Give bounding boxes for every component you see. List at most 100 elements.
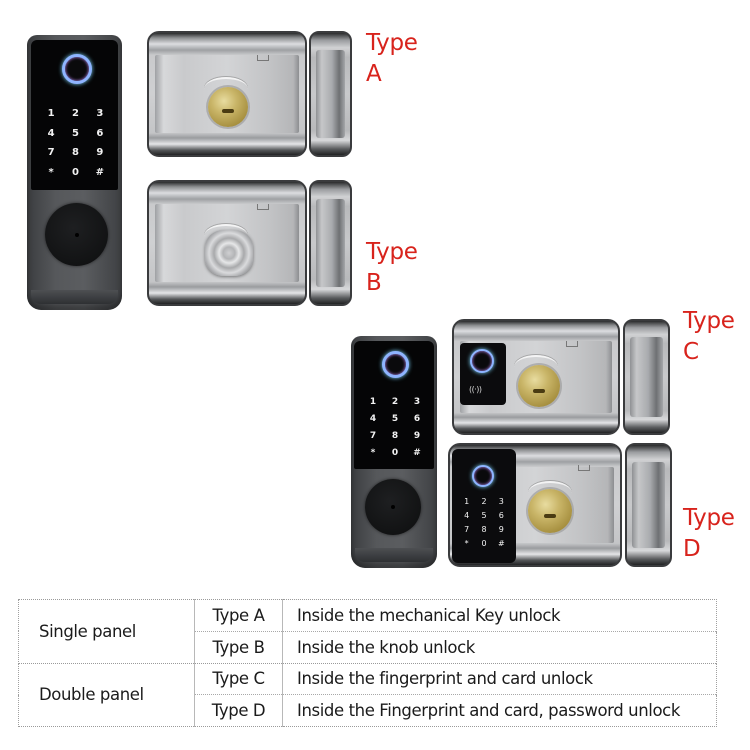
key-3[interactable]: 3 [413, 397, 421, 407]
key-star[interactable]: * [48, 166, 54, 178]
key-hash[interactable]: # [497, 539, 505, 548]
logo-mark [578, 465, 590, 471]
keypad: 1 2 3 4 5 6 7 8 9 * 0 # [362, 397, 428, 458]
key-1[interactable]: 1 [47, 108, 55, 119]
rose-thumb-knob [205, 230, 253, 276]
key-cylinder [208, 87, 248, 127]
unlock-type-spec-table: Single panel Type A Inside the mechanica… [18, 599, 717, 727]
keypad: 1 2 3 4 5 6 7 8 9 * 0 # [39, 108, 112, 178]
fingerprint-sensor-icon [470, 349, 494, 373]
key-8[interactable]: 8 [391, 431, 399, 441]
key-9[interactable]: 9 [96, 147, 104, 158]
key-6[interactable]: 6 [413, 414, 421, 424]
key-4[interactable]: 4 [369, 414, 377, 424]
key-8[interactable]: 8 [72, 147, 79, 158]
key-2[interactable]: 2 [391, 397, 399, 407]
key-star[interactable]: * [370, 448, 376, 458]
rim-lock-body-type-a [147, 31, 307, 157]
key-9[interactable]: 9 [413, 431, 421, 441]
logo-mark [257, 204, 269, 210]
type-b-label-letter: B [366, 270, 382, 296]
rotation-arrow-icon [204, 224, 248, 236]
key-4[interactable]: 4 [464, 511, 470, 520]
key-star[interactable]: * [464, 539, 469, 548]
key-1[interactable]: 1 [464, 497, 470, 506]
type-a-label-letter: A [366, 61, 382, 87]
fingerprint-keypad-module: 1 2 3 4 5 6 7 8 9 * 0 # [452, 449, 516, 563]
rotary-knob [45, 203, 108, 266]
keyhole-icon [533, 388, 545, 393]
description-cell: Inside the Fingerprint and card, passwor… [282, 694, 717, 727]
keypad: 1 2 3 4 5 6 7 8 9 * 0 # [458, 497, 510, 548]
key-hash[interactable]: # [95, 166, 105, 178]
key-0[interactable]: 0 [481, 539, 487, 548]
rim-lock-keeper-type-a [309, 31, 352, 157]
type-c-label-letter: C [683, 339, 699, 365]
keeper-slot [630, 336, 663, 418]
panel-type-cell: Double panel [18, 662, 195, 727]
rim-lock-keeper-type-b [309, 180, 352, 306]
key-5[interactable]: 5 [391, 414, 399, 424]
fingerprint-card-module: ((·)) [460, 343, 506, 405]
key-7[interactable]: 7 [47, 147, 55, 158]
keypad-screen: 1 2 3 4 5 6 7 8 9 * 0 # [31, 40, 118, 190]
keyhole-icon [544, 513, 556, 518]
key-5[interactable]: 5 [72, 127, 79, 139]
key-9[interactable]: 9 [498, 525, 504, 534]
type-d-label: Type D [683, 503, 735, 565]
key-5[interactable]: 5 [481, 511, 487, 520]
type-a-label-word: Type [366, 30, 418, 56]
fingerprint-sensor-icon [382, 351, 409, 378]
rotation-arrow-icon [514, 355, 558, 367]
key-6[interactable]: 6 [96, 127, 104, 139]
fingerprint-sensor-icon [62, 54, 92, 84]
rim-lock-body-type-b [147, 180, 307, 306]
rotary-knob [365, 479, 421, 535]
keyhole-icon [222, 109, 234, 114]
description-cell: Inside the mechanical Key unlock [282, 599, 717, 632]
type-cell: Type A [194, 599, 283, 632]
type-b-label: Type B [366, 237, 418, 299]
smart-lock-outer-panel-double: 1 2 3 4 5 6 7 8 9 * 0 # [351, 336, 437, 568]
keypad-screen: 1 2 3 4 5 6 7 8 9 * 0 # [354, 341, 434, 469]
rotation-arrow-icon [204, 77, 248, 89]
key-8[interactable]: 8 [481, 525, 487, 534]
rim-lock-keeper-type-c [623, 319, 670, 435]
table-row: Type B Inside the knob unlock [19, 630, 717, 663]
type-cell: Type B [194, 630, 283, 663]
keeper-slot [316, 199, 345, 287]
table-row: Double panel Type C Inside the fingerpri… [18, 662, 717, 727]
panel-base [31, 290, 118, 304]
key-cylinder [518, 365, 560, 407]
type-cell: Type C [194, 662, 283, 695]
key-hash[interactable]: # [413, 448, 421, 458]
rim-lock-keeper-type-d [625, 443, 672, 567]
key-6[interactable]: 6 [498, 511, 504, 520]
key-1[interactable]: 1 [369, 397, 377, 407]
type-a-label: Type A [366, 28, 418, 90]
key-2[interactable]: 2 [72, 108, 79, 119]
knob-keyhole [391, 505, 395, 509]
key-7[interactable]: 7 [369, 431, 377, 441]
fingerprint-sensor-icon [472, 465, 494, 487]
panel-base [355, 548, 433, 562]
keeper-slot [632, 461, 665, 549]
type-c-label: Type C [683, 306, 735, 368]
rim-lock-body-type-d: 1 2 3 4 5 6 7 8 9 * 0 # [448, 443, 622, 567]
panel-type-cell: Single panel [18, 599, 195, 663]
type-c-label-word: Type [683, 308, 735, 334]
key-0[interactable]: 0 [391, 448, 399, 458]
keeper-slot [316, 50, 345, 138]
logo-mark [566, 341, 578, 347]
key-2[interactable]: 2 [481, 497, 487, 506]
type-d-label-letter: D [683, 536, 701, 562]
key-7[interactable]: 7 [464, 525, 470, 534]
description-cell: Inside the knob unlock [282, 630, 717, 663]
key-3[interactable]: 3 [96, 108, 104, 119]
description-cell: Inside the fingerprint and card unlock [282, 662, 717, 695]
key-0[interactable]: 0 [72, 166, 79, 178]
key-3[interactable]: 3 [498, 497, 504, 506]
type-cell: Type D [194, 694, 283, 727]
key-4[interactable]: 4 [47, 127, 55, 139]
knob-keyhole [74, 232, 79, 237]
